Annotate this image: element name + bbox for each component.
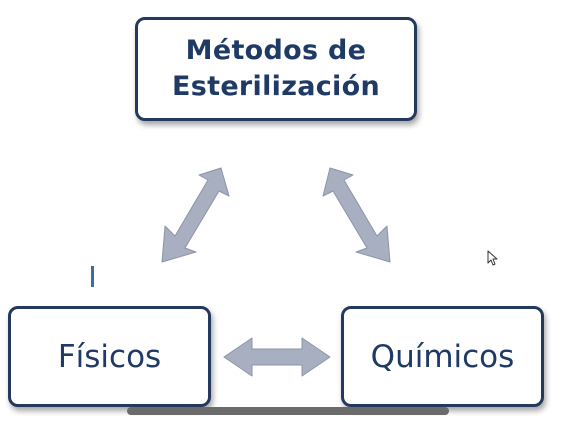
horizontal-scrollbar[interactable] — [127, 407, 449, 415]
text-cursor-icon — [91, 266, 94, 287]
node-quimicos-label: Químicos — [370, 338, 515, 375]
arrow-root-quimicos — [322, 167, 391, 263]
root-node-title-line2: Esterilización — [172, 71, 380, 102]
root-node-metodos-de-esterilizacion: Métodos de Esterilización — [135, 17, 417, 121]
arrow-fisicos-quimicos — [223, 337, 331, 377]
node-fisicos-label: Físicos — [57, 338, 162, 375]
node-fisicos: Físicos — [8, 306, 211, 407]
mouse-pointer-icon — [487, 250, 498, 266]
arrow-root-fisicos — [161, 167, 230, 263]
root-node-title-line1: Métodos de — [185, 35, 367, 66]
node-quimicos: Químicos — [341, 306, 544, 407]
